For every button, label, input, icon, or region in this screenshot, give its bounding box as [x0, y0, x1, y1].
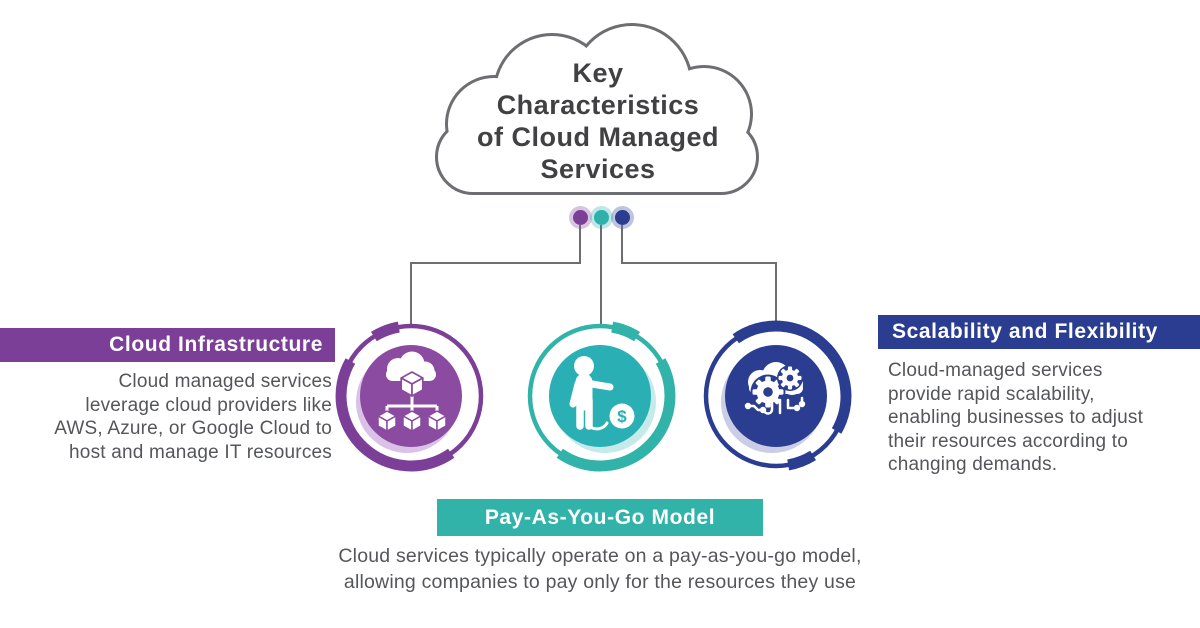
person-money-icon: $ — [569, 356, 635, 431]
dollar-glyph: $ — [617, 407, 627, 426]
description-line: AWS, Azure, or Google Cloud to — [54, 418, 332, 439]
feature-circle-scalability — [703, 320, 852, 471]
blue-dot — [615, 210, 630, 225]
purple-dot — [573, 210, 588, 225]
page-title: Key Characteristics of Cloud Managed Ser… — [424, 57, 772, 185]
title-line: Characteristics — [496, 90, 700, 120]
connector-lines — [410, 225, 777, 328]
description-line: host and manage IT resources — [69, 441, 332, 463]
description-line: leverage cloud providers like — [85, 394, 332, 416]
cloud-shape — [435, 23, 759, 195]
payg-banner: Pay-As-You-Go Model — [437, 499, 763, 536]
cloud-gears-icon — [744, 362, 806, 415]
description-line: Cloud-managed services — [888, 360, 1103, 381]
description-line: provide rapid scalability, — [888, 383, 1095, 405]
title-line: Key — [572, 58, 624, 88]
payg-description: Cloud services typically operate on a pa… — [290, 543, 910, 595]
infrastructure-banner: Cloud Infrastructure — [0, 328, 335, 362]
description-line: their resources according to — [888, 430, 1129, 452]
description-line: allowing companies to pay only for the r… — [343, 571, 857, 593]
scalability-description: Cloud-managed services provide rapid sca… — [888, 359, 1200, 477]
description-line: Cloud managed services — [118, 371, 332, 392]
infrastructure-description: Cloud managed services leverage cloud pr… — [0, 370, 332, 464]
cloud-network-icon — [377, 351, 447, 432]
description-line: enabling businesses to adjust — [888, 407, 1144, 428]
teal-dot — [594, 210, 609, 225]
description-line: Cloud services typically operate on a pa… — [338, 545, 862, 567]
description-line: changing demands. — [888, 454, 1058, 475]
scalability-banner: Scalability and Flexibility — [878, 315, 1200, 349]
feature-circle-payg: $ — [527, 321, 676, 472]
title-line: of Cloud Managed — [477, 122, 719, 152]
title-line: Services — [540, 154, 656, 184]
feature-circle-infrastructure — [335, 321, 484, 472]
